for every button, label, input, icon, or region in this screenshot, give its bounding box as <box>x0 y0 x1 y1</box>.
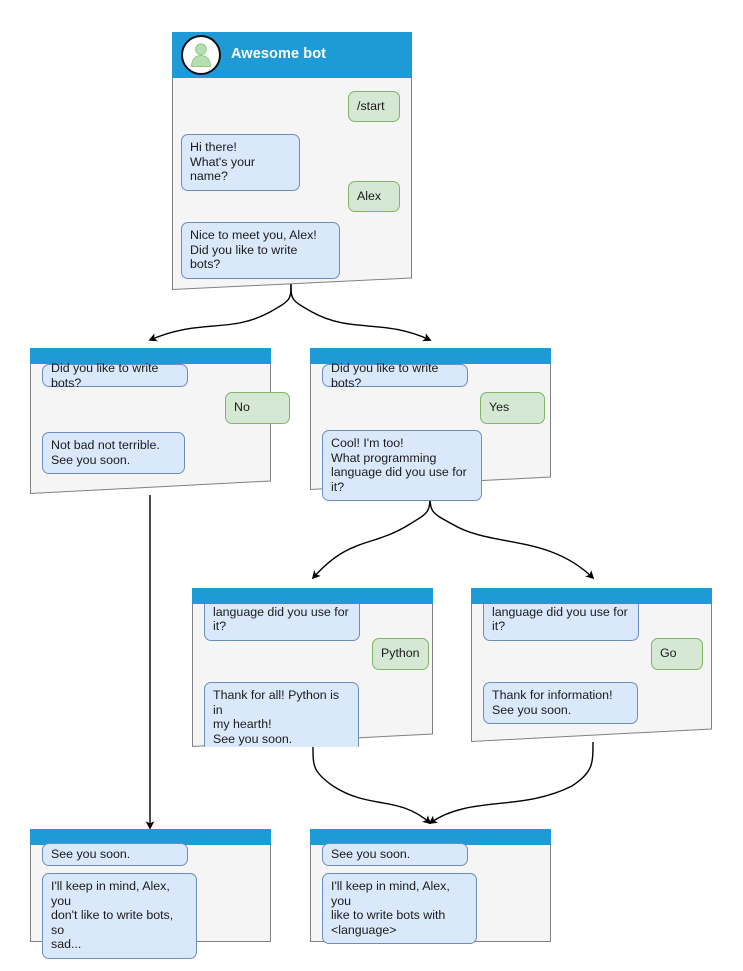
card-header-bar <box>192 588 433 604</box>
connector-python-to-end-happy <box>312 746 432 825</box>
end-sad-card[interactable]: See you soon. I'll keep in mind, Alex, y… <box>30 829 271 959</box>
bot-message-bubble[interactable]: Thank for all! Python is in my hearth! S… <box>204 682 359 747</box>
root-card[interactable]: Awesome bot /start Hi there! What's your… <box>172 32 412 291</box>
connector-yes-to-go <box>429 490 595 580</box>
bot-title: Awesome bot <box>231 46 327 62</box>
card-header-bar <box>30 829 271 845</box>
connector-yes-to-python <box>311 490 431 580</box>
person-avatar-icon <box>181 35 221 75</box>
card-header-bar <box>310 348 551 364</box>
user-message-bubble[interactable]: Yes <box>480 392 545 424</box>
bot-message-bubble[interactable]: Did you like to write bots? <box>322 361 468 390</box>
connector-root-to-no <box>148 282 292 342</box>
branch-go-card[interactable]: What programming language did you use fo… <box>471 588 712 743</box>
card-header-bar <box>30 348 271 364</box>
bot-message-bubble[interactable]: Thank for information! See you soon. <box>483 682 638 725</box>
bot-message-bubble[interactable]: See you soon. <box>42 843 188 866</box>
bot-message-bubble[interactable]: I'll keep in mind, Alex, you don't like … <box>42 873 197 959</box>
branch-no-card[interactable]: Did you like to write bots? No Not bad n… <box>30 348 290 495</box>
bot-message-bubble[interactable]: I'll keep in mind, Alex, you like to wri… <box>322 873 477 945</box>
connector-root-to-yes <box>290 282 432 342</box>
user-message-bubble[interactable]: Go <box>651 638 703 670</box>
branch-python-card[interactable]: What programming language did you use fo… <box>192 588 433 748</box>
connector-go-to-end-happy <box>428 741 594 824</box>
bot-message-bubble[interactable]: Hi there! What's your name? <box>181 134 300 191</box>
card-header-bar <box>471 588 712 604</box>
card-header-bar <box>310 829 551 845</box>
user-message-bubble[interactable]: Alex <box>348 181 400 212</box>
bot-message-bubble[interactable]: See you soon. <box>322 843 468 866</box>
bot-message-bubble[interactable]: Nice to meet you, Alex! Did you like to … <box>181 222 340 279</box>
user-message-bubble[interactable]: Python <box>372 638 429 670</box>
user-message-bubble[interactable]: /start <box>348 91 400 122</box>
bot-message-bubble[interactable]: Cool! I'm too! What programming language… <box>322 430 482 502</box>
user-message-bubble[interactable]: No <box>225 392 290 424</box>
branch-yes-card[interactable]: Did you like to write bots? Yes Cool! I'… <box>310 348 551 502</box>
end-happy-card[interactable]: See you soon. I'll keep in mind, Alex, y… <box>310 829 551 945</box>
bot-message-bubble[interactable]: Not bad not terrible. See you soon. <box>42 432 185 475</box>
bot-message-bubble[interactable]: Did you like to write bots? <box>42 361 188 390</box>
